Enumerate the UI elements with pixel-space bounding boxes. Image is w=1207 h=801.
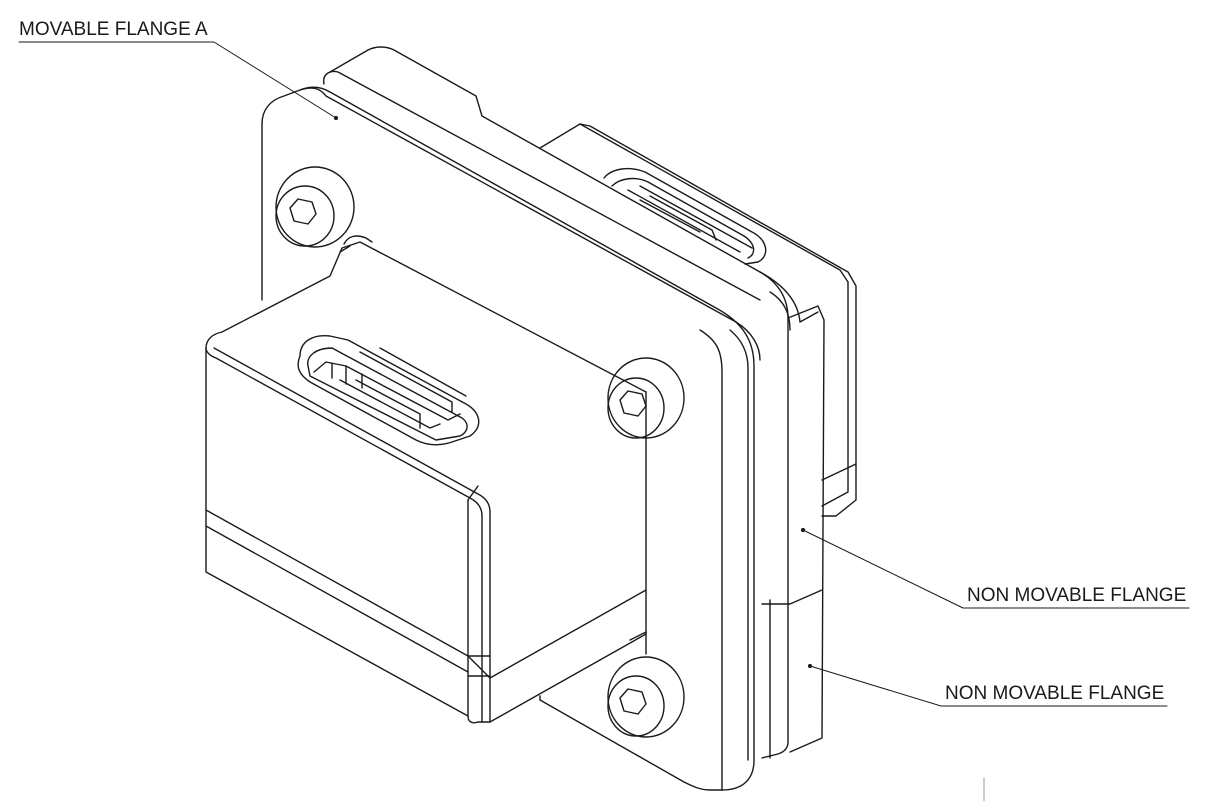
callout-movable-flange-a: MOVABLE FLANGE A <box>19 19 208 40</box>
non-movable-flange-plates <box>323 46 825 759</box>
rear-housing <box>539 123 857 517</box>
callout-non-movable-flange-lower: NON MOVABLE FLANGE <box>945 683 1165 704</box>
leader-movable-flange-a <box>18 41 337 119</box>
bolt-upper-left <box>275 166 355 248</box>
leader-non-movable-flange-lower <box>809 665 1168 707</box>
bolt-lower-right <box>607 631 685 738</box>
callout-non-movable-flange-upper: NON MOVABLE FLANGE <box>967 585 1187 606</box>
movable-flange-a <box>261 86 761 791</box>
leader-non-movable-flange-upper <box>802 529 1190 609</box>
front-housing <box>205 241 647 724</box>
callout-leaders <box>18 41 1190 801</box>
